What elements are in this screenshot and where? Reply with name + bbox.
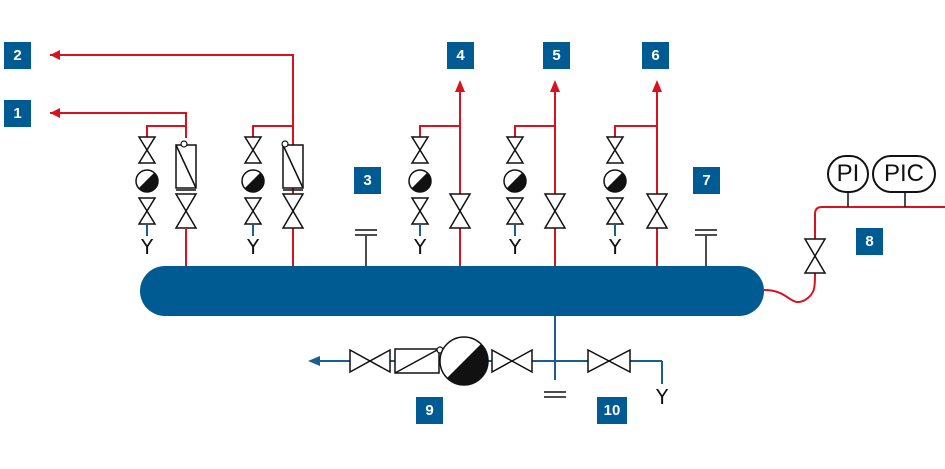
drain-line-10 xyxy=(555,348,663,384)
drain-label: Y xyxy=(414,235,427,259)
inlet-2-dosing-branch xyxy=(241,136,265,236)
tag-4: 4 xyxy=(447,42,474,69)
drain-label: Y xyxy=(509,235,522,259)
tag-2: 2 xyxy=(4,42,31,69)
outlet-line-9 xyxy=(308,316,566,398)
drain-label: Y xyxy=(656,385,669,409)
tag-1: 1 xyxy=(4,100,31,127)
tag-9: 9 xyxy=(416,397,443,424)
tag-5: 5 xyxy=(543,42,570,69)
drain-label: Y xyxy=(247,235,260,259)
main-vessel xyxy=(140,266,764,316)
tag-3: 3 xyxy=(354,167,381,194)
inlet-1-filter-valve xyxy=(175,140,197,266)
pressure-indicator: PI xyxy=(827,155,869,193)
tag-7: 7 xyxy=(693,167,720,194)
outlet-line-4 xyxy=(408,80,471,266)
tag-10: 10 xyxy=(597,397,627,424)
outlet-line-5 xyxy=(503,80,566,266)
inlet-line-1 xyxy=(50,108,187,266)
nozzle-3 xyxy=(355,229,377,266)
pressure-line-8 xyxy=(763,193,945,303)
inlet-2-filter-valve xyxy=(281,140,304,229)
tag-6: 6 xyxy=(642,42,669,69)
tag-8: 8 xyxy=(856,228,883,255)
pressure-indicator-controller: PIC xyxy=(872,155,936,193)
outlet-line-6 xyxy=(603,80,668,266)
drain-label: Y xyxy=(141,235,154,259)
inlet-1-dosing-branch xyxy=(135,136,159,236)
nozzle-7 xyxy=(695,229,717,266)
drain-label: Y xyxy=(609,235,622,259)
